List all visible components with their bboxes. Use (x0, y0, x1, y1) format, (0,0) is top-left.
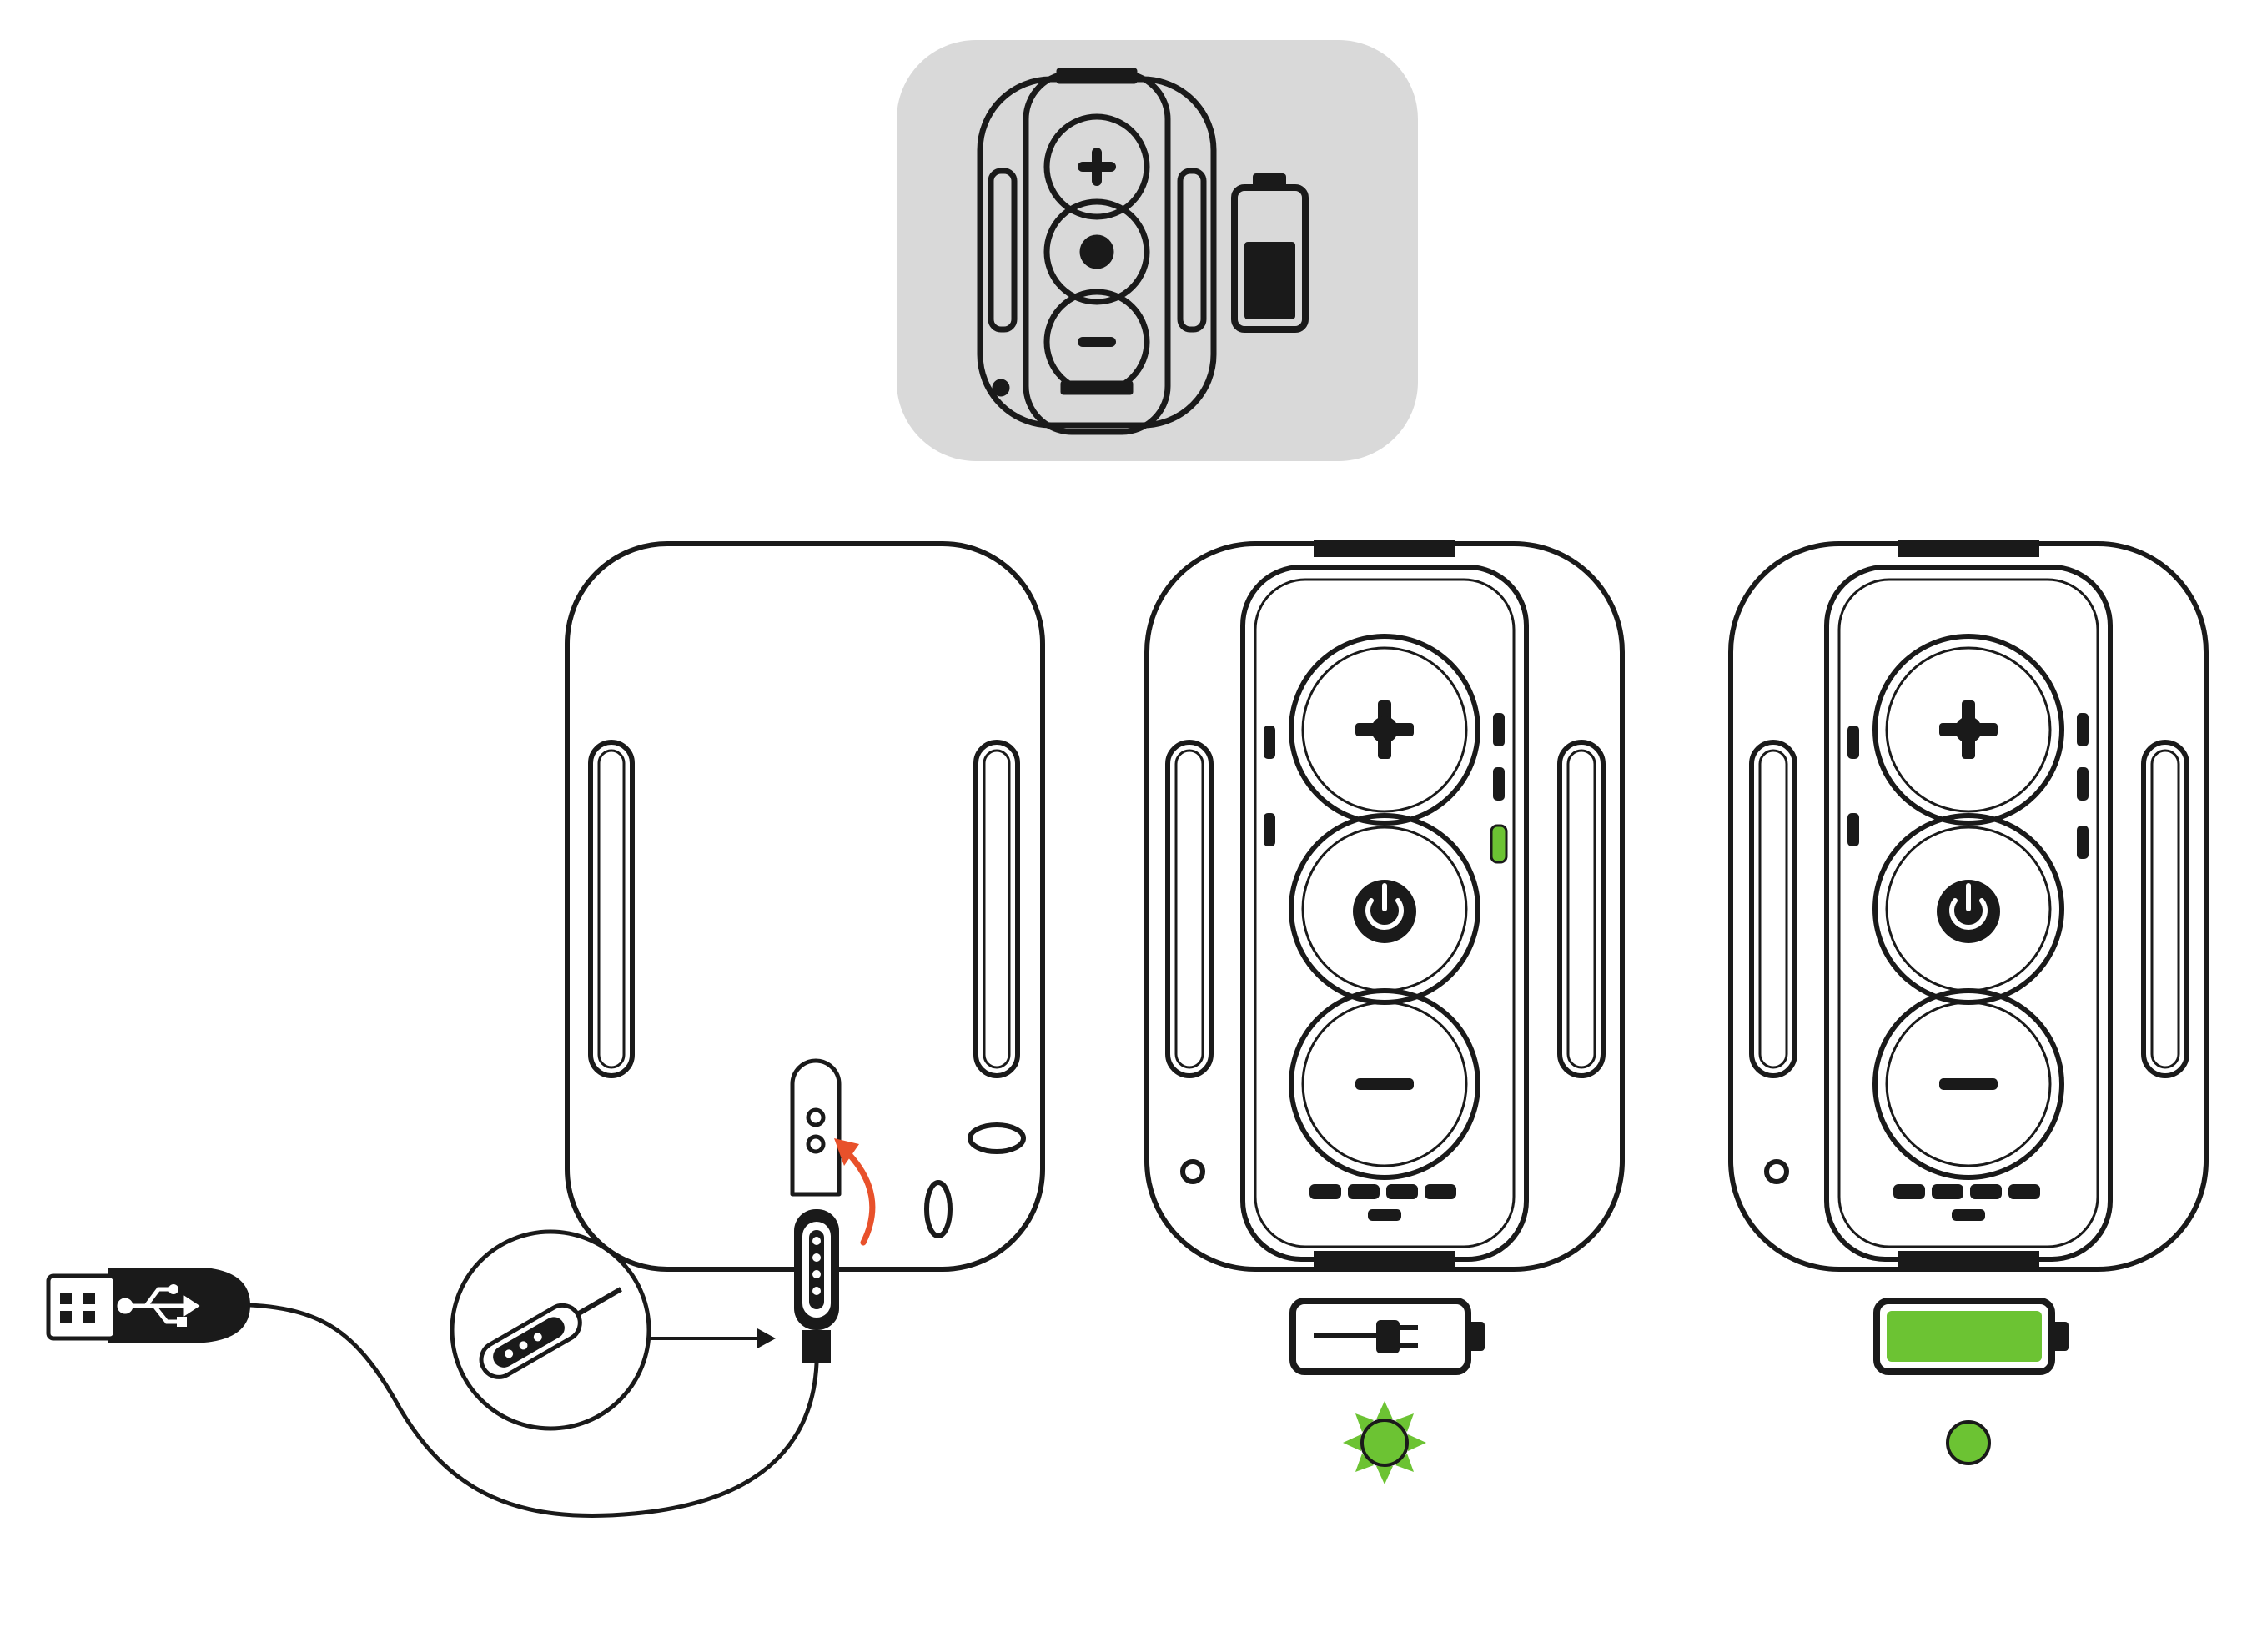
bottom-leds (1309, 1184, 1456, 1221)
open-cover-arrow-icon (834, 1138, 876, 1246)
speaker-charged (1728, 540, 2209, 1272)
charging-plug-battery-icon (1289, 1298, 1485, 1375)
battery-status-panel (897, 40, 1418, 461)
connector-detail-magnifier (450, 1229, 651, 1431)
battery-led-indicator (1490, 824, 1508, 864)
full-battery-icon (1873, 1298, 2069, 1375)
battery-fill (1887, 1311, 2042, 1362)
side-indicators-right (2077, 713, 2089, 859)
volume-down-button-icon (1355, 1078, 1414, 1090)
solid-green-led-icon (1946, 1420, 1991, 1465)
charging-port-cover (790, 1058, 842, 1197)
usb-symbol-icon (117, 1287, 200, 1324)
bluetooth-pair-button-icon (1355, 700, 1414, 759)
usb-cable (248, 1303, 819, 1518)
top-strap (1314, 540, 1455, 557)
usb-plug-icon (46, 1268, 250, 1343)
bottom-leds (1893, 1184, 2040, 1221)
bluetooth-pair-button-icon (1939, 700, 1998, 759)
battery-icon (1231, 173, 1309, 333)
mini-speaker-front-icon (977, 68, 1217, 435)
blinking-green-led-icon (1343, 1401, 1426, 1484)
speaker-charging (1144, 540, 1625, 1272)
bottom-strap (1314, 1251, 1455, 1269)
insert-arrow-icon (649, 1328, 776, 1348)
side-indicators-right (1493, 713, 1505, 801)
power-button-icon (1353, 880, 1416, 943)
magnetic-connector-icon (794, 1209, 839, 1363)
side-indicators-left (1264, 726, 1275, 846)
top-strap (1898, 540, 2039, 557)
power-button-icon (1937, 880, 2000, 943)
bottom-strap (1898, 1251, 2039, 1269)
side-indicators-left (1847, 726, 1859, 846)
volume-down-button-icon (1939, 1078, 1998, 1090)
